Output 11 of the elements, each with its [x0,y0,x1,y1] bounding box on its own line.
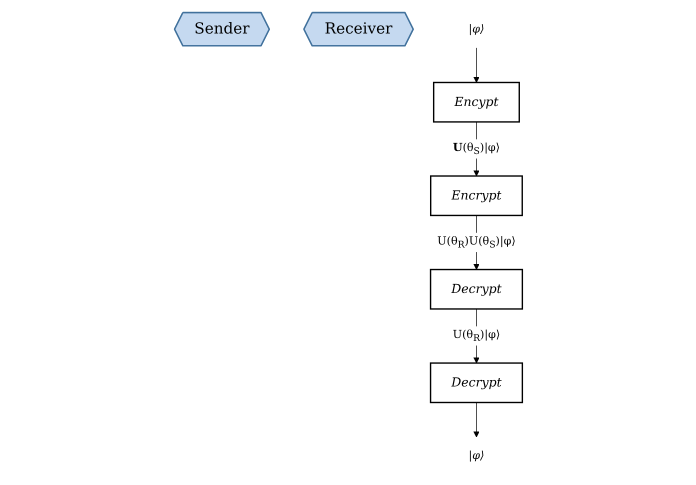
node-text: |φ⟩ [468,448,484,462]
arrow [472,402,480,438]
node-box: Decrypt [429,362,523,404]
edge-label: U(θ$_{R}$)|φ⟩ [452,328,500,344]
node-box: Encypt [432,82,520,123]
edge-label: U(θ$_{S}$)|φ⟩ [452,140,500,157]
node-text: |φ⟩ [468,22,484,36]
node-box: Decrypt [429,268,523,310]
edge-label: U(θ$_{R}$)U(θ$_{S}$)|φ⟩ [436,234,516,250]
arrow [472,48,480,83]
node-box: Encrypt [430,175,522,216]
